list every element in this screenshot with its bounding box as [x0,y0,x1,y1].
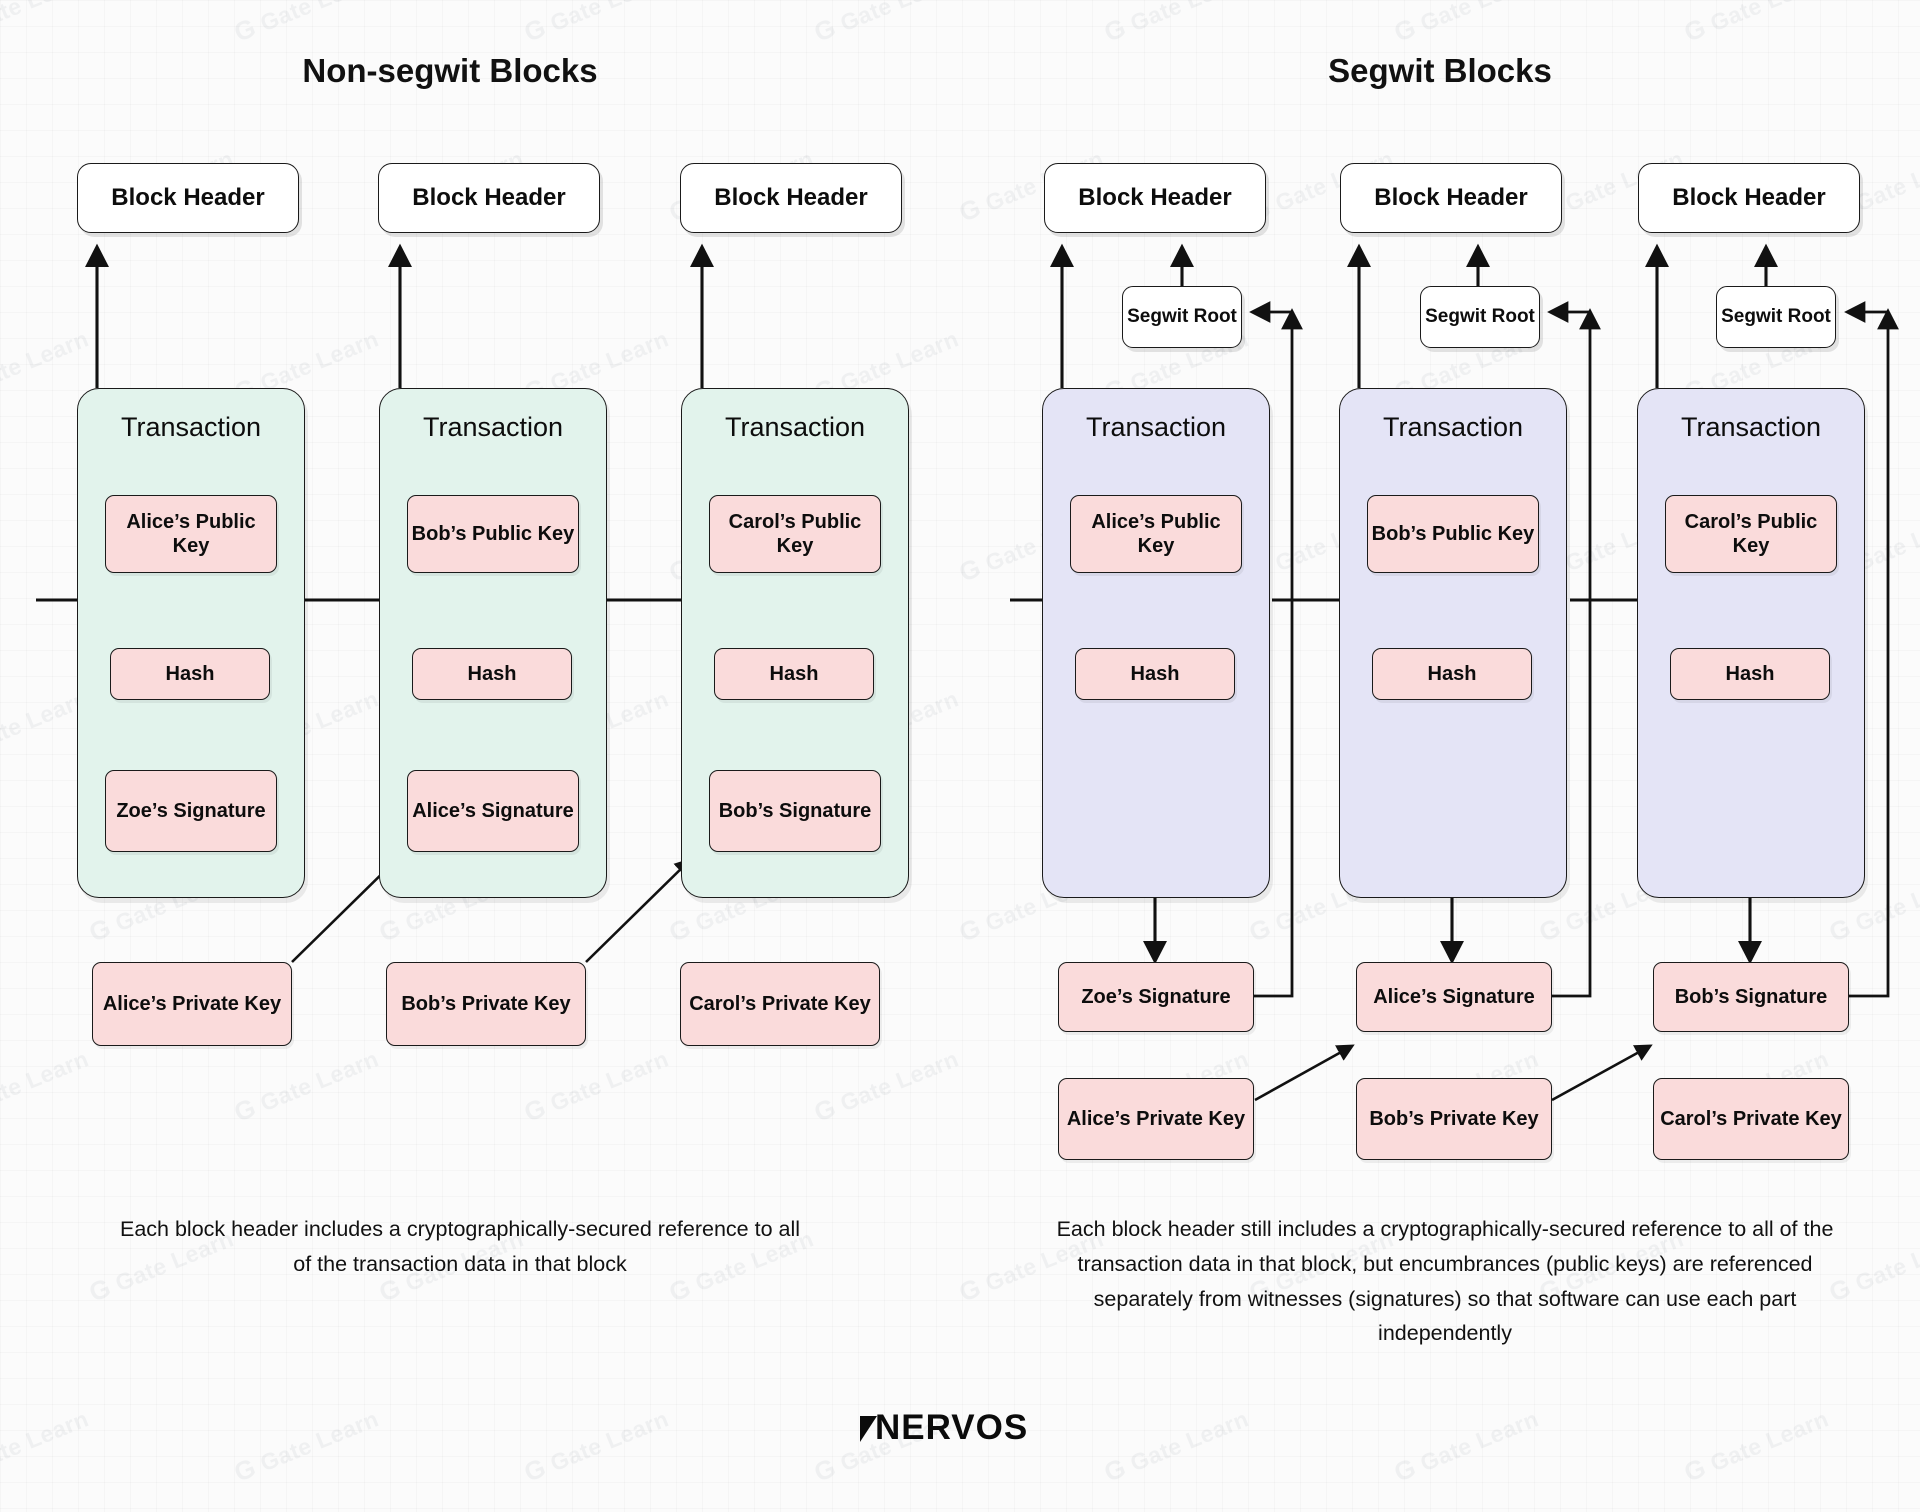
watermark: G Gate Learn [1099,0,1253,48]
caption-segwit: Each block header still includes a crypt… [1056,1217,1834,1346]
block-header-sw-1: Block Header [1044,163,1266,233]
segwit-root-1: Segwit Root [1122,286,1242,348]
public-key-sw-1: Alice’s Public Key [1070,495,1242,573]
block-header-sw-2: Block Header [1340,163,1562,233]
signature-ns-3: Bob’s Signature [709,770,881,852]
watermark: G Gate Learn [1389,0,1543,48]
transaction-label: Transaction [724,412,866,442]
public-key-ns-1: Alice’s Public Key [105,495,277,573]
watermark: G Gate Learn [0,0,92,37]
transaction-label: Transaction [1680,412,1822,442]
private-key-ns-3: Carol’s Private Key [680,962,880,1046]
transaction-box-sw-3: Transaction [1637,388,1865,898]
hash-sw-3: Hash [1670,648,1830,700]
caption-nonsegwit: Each block header includes a cryptograph… [120,1217,801,1276]
block-header-ns-1: Block Header [77,163,299,233]
watermark: G Gate Learn [519,1405,673,1488]
watermark: G Gate Learn [229,1045,383,1128]
watermark: G Gate Learn [1099,1405,1253,1488]
nervos-wordmark: NERVOS [875,1408,1029,1447]
block-header-ns-3: Block Header [680,163,902,233]
signature-sw-3: Bob’s Signature [1653,962,1849,1032]
transaction-box-sw-2: Transaction [1339,388,1567,898]
public-key-ns-2: Bob’s Public Key [407,495,579,573]
watermark: G Gate Learn [0,1405,93,1477]
public-key-sw-2: Bob’s Public Key [1367,495,1539,573]
transaction-label: Transaction [1382,412,1524,442]
public-key-ns-3: Carol’s Public Key [709,495,881,573]
hash-sw-2: Hash [1372,648,1532,700]
transaction-label: Transaction [120,412,262,442]
watermark: G Gate Learn [0,1045,93,1117]
private-key-sw-1: Alice’s Private Key [1058,1078,1254,1160]
hash-ns-3: Hash [714,648,874,700]
watermark: G Gate Learn [1679,0,1833,48]
hash-sw-1: Hash [1075,648,1235,700]
segwit-root-3: Segwit Root [1716,286,1836,348]
page-title-nonsegwit: Non-segwit Blocks [302,52,598,89]
transaction-label: Transaction [422,412,564,442]
nervos-mark-icon [860,1416,877,1442]
signature-sw-1: Zoe’s Signature [1058,962,1254,1032]
signature-ns-1: Zoe’s Signature [105,770,277,852]
private-key-sw-2: Bob’s Private Key [1356,1078,1552,1160]
watermark: G Gate Learn [1679,1405,1833,1488]
signature-ns-2: Alice’s Signature [407,770,579,852]
watermark: G Gate Learn [519,0,673,48]
watermark: G Gate Learn [0,325,93,397]
watermark: G Gate Learn [809,1045,963,1128]
private-key-sw-3: Carol’s Private Key [1653,1078,1849,1160]
watermark: G Gate Learn [229,1405,383,1488]
watermark: G Gate Learn [809,0,963,48]
watermark: G Gate Learn [519,1045,673,1128]
hash-ns-2: Hash [412,648,572,700]
private-key-ns-2: Bob’s Private Key [386,962,586,1046]
public-key-sw-3: Carol’s Public Key [1665,495,1837,573]
private-key-ns-1: Alice’s Private Key [92,962,292,1046]
segwit-root-2: Segwit Root [1420,286,1540,348]
page-title-segwit: Segwit Blocks [1328,52,1552,89]
signature-sw-2: Alice’s Signature [1356,962,1552,1032]
transaction-label: Transaction [1085,412,1227,442]
nervos-logo: NERVOS [860,1408,1028,1448]
transaction-box-sw-1: Transaction [1042,388,1270,898]
hash-ns-1: Hash [110,648,270,700]
watermark: G Gate Learn [1389,1405,1543,1488]
watermark: G Gate Learn [229,0,383,48]
block-header-ns-2: Block Header [378,163,600,233]
block-header-sw-3: Block Header [1638,163,1860,233]
